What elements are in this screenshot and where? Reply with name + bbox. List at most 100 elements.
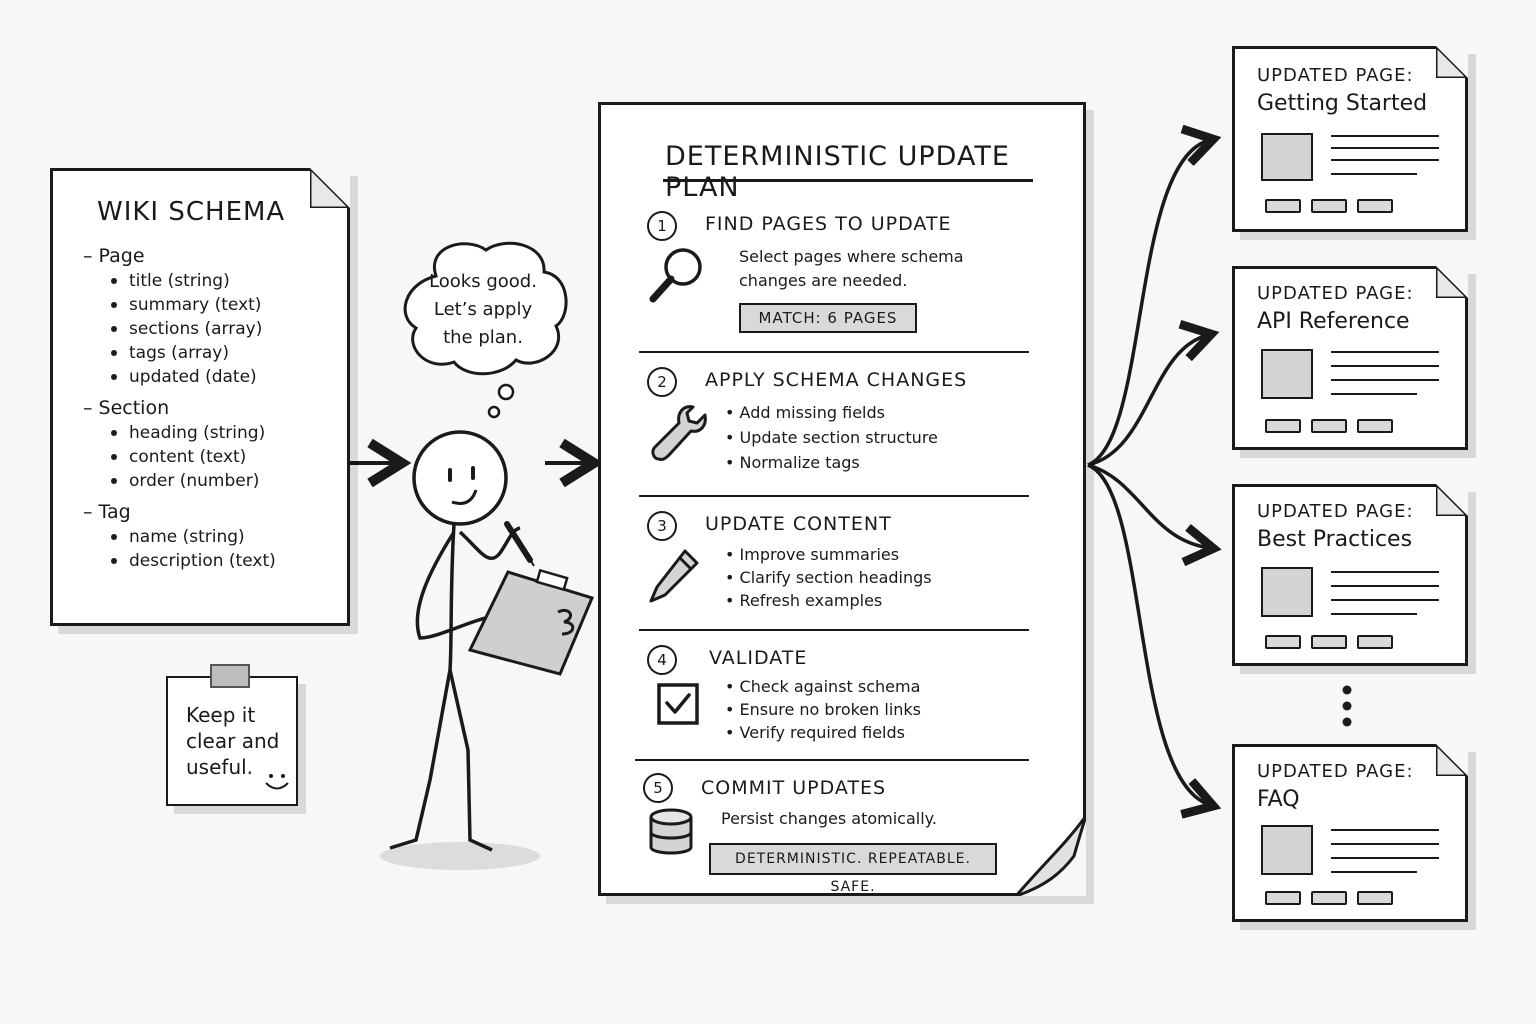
- more-dot: [1342, 685, 1352, 695]
- output-label: UPDATED PAGE:: [1257, 761, 1414, 782]
- step-4-item: • Verify required fields: [725, 723, 905, 742]
- button-placeholder: [1311, 199, 1347, 213]
- button-placeholder: [1265, 891, 1301, 905]
- step-3-number: 3: [647, 511, 677, 541]
- step-5-text: Persist changes atomically.: [721, 809, 937, 828]
- text-line: [1331, 857, 1439, 859]
- text-line: [1331, 585, 1439, 587]
- step-3-list: • Improve summaries • Clarify section he…: [725, 543, 932, 612]
- step-2-item: • Add missing fields: [725, 403, 885, 422]
- button-placeholder: [1311, 419, 1347, 433]
- schema-field: name (string): [83, 527, 333, 551]
- step-2-title: APPLY SCHEMA CHANGES: [705, 369, 968, 391]
- text-line: [1331, 599, 1439, 601]
- text-line: [1331, 393, 1417, 395]
- page-fold-icon: [1436, 484, 1468, 516]
- title-underline: [663, 179, 1033, 182]
- button-placeholder: [1265, 419, 1301, 433]
- stick-figure-person: [380, 430, 540, 870]
- button-placeholder: [1357, 199, 1393, 213]
- text-line: [1331, 843, 1439, 845]
- page-fold-icon: [1436, 46, 1468, 78]
- image-placeholder-icon: [1261, 349, 1313, 399]
- schema-title: WIKI SCHEMA: [97, 197, 286, 227]
- button-placeholder: [1357, 891, 1393, 905]
- deterministic-badge: DETERMINISTIC. REPEATABLE. SAFE.: [709, 843, 997, 895]
- output-name: FAQ: [1257, 787, 1300, 812]
- image-placeholder-icon: [1261, 567, 1313, 617]
- schema-field: title (string): [83, 271, 333, 295]
- step-1-number: 1: [647, 211, 677, 241]
- schema-group-section: – Section: [83, 397, 170, 419]
- arrow-to-output-4: [1087, 463, 1210, 805]
- output-page-getting-started: UPDATED PAGE: Getting Started: [1232, 46, 1468, 232]
- step-2-number: 2: [647, 367, 677, 397]
- schema-field: description (text): [83, 551, 333, 575]
- pencil-icon: [649, 549, 699, 603]
- text-line: [1331, 173, 1417, 175]
- match-badge: MATCH: 6 PAGES: [739, 303, 917, 333]
- text-line: [1331, 365, 1439, 367]
- page-fold-icon: [310, 168, 350, 208]
- schema-field: tags (array): [83, 343, 333, 367]
- image-placeholder-icon: [1261, 825, 1313, 875]
- sticky-note-text: Keep it clear and useful.: [186, 703, 280, 779]
- schema-field: summary (text): [83, 295, 333, 319]
- output-label: UPDATED PAGE:: [1257, 501, 1414, 522]
- step-1-title: FIND PAGES TO UPDATE: [705, 213, 952, 235]
- step-2-item: • Update section structure: [725, 428, 938, 447]
- step-4-list: • Check against schema • Ensure no broke…: [725, 675, 921, 744]
- step-divider: [639, 495, 1029, 497]
- thought-bubble: [403, 241, 568, 419]
- step-3-item: • Improve summaries: [725, 545, 900, 564]
- wiki-schema-document: WIKI SCHEMA – Page title (string) summar…: [50, 168, 350, 626]
- page-curl-icon: [1016, 816, 1086, 896]
- schema-field: sections (array): [83, 319, 333, 343]
- step-divider: [639, 629, 1029, 631]
- arrow-to-output-2: [1087, 335, 1208, 467]
- step-4-item: • Check against schema: [725, 677, 921, 696]
- update-plan-document: DETERMINISTIC UPDATE PLAN 1 FIND PAGES T…: [598, 102, 1086, 896]
- output-page-best-practices: UPDATED PAGE: Best Practices: [1232, 484, 1468, 666]
- more-dot: [1342, 717, 1352, 727]
- step-2-list: • Add missing fields • Update section st…: [725, 401, 938, 474]
- step-divider: [635, 759, 1029, 761]
- sticky-note: Keep it clear and useful.: [166, 664, 298, 806]
- step-3-item: • Refresh examples: [725, 591, 883, 610]
- step-4-number: 4: [647, 645, 677, 675]
- schema-field: updated (date): [83, 367, 333, 391]
- output-name: Best Practices: [1257, 527, 1413, 552]
- step-5-number: 5: [643, 773, 673, 803]
- button-placeholder: [1265, 199, 1301, 213]
- wrench-icon: [651, 405, 707, 461]
- page-fold-icon: [1436, 744, 1468, 776]
- plan-title: DETERMINISTIC UPDATE PLAN: [665, 141, 1010, 203]
- text-line: [1331, 379, 1439, 381]
- arrow-to-output-1: [1087, 140, 1210, 467]
- tape-icon: [210, 664, 250, 688]
- schema-fields: – Page title (string) summary (text) sec…: [83, 245, 333, 575]
- output-name: Getting Started: [1257, 91, 1428, 116]
- database-icon: [649, 808, 693, 855]
- schema-group-page: – Page: [83, 245, 145, 267]
- step-divider: [639, 351, 1029, 353]
- text-line: [1331, 159, 1439, 161]
- step-5-title: COMMIT UPDATES: [701, 777, 887, 799]
- text-line: [1331, 829, 1439, 831]
- text-line: [1331, 571, 1439, 573]
- clipboard-icon: [467, 568, 595, 676]
- button-placeholder: [1357, 419, 1393, 433]
- output-label: UPDATED PAGE:: [1257, 65, 1414, 86]
- output-name: API Reference: [1257, 309, 1410, 334]
- step-4-item: • Ensure no broken links: [725, 700, 921, 719]
- step-2-item: • Normalize tags: [725, 453, 860, 472]
- step-3-item: • Clarify section headings: [725, 568, 932, 587]
- button-placeholder: [1311, 891, 1347, 905]
- output-label: UPDATED PAGE:: [1257, 283, 1414, 304]
- schema-group-tag: – Tag: [83, 501, 131, 523]
- image-placeholder-icon: [1261, 133, 1313, 181]
- step-4-title: VALIDATE: [709, 647, 808, 669]
- text-line: [1331, 135, 1439, 137]
- text-line: [1331, 871, 1417, 873]
